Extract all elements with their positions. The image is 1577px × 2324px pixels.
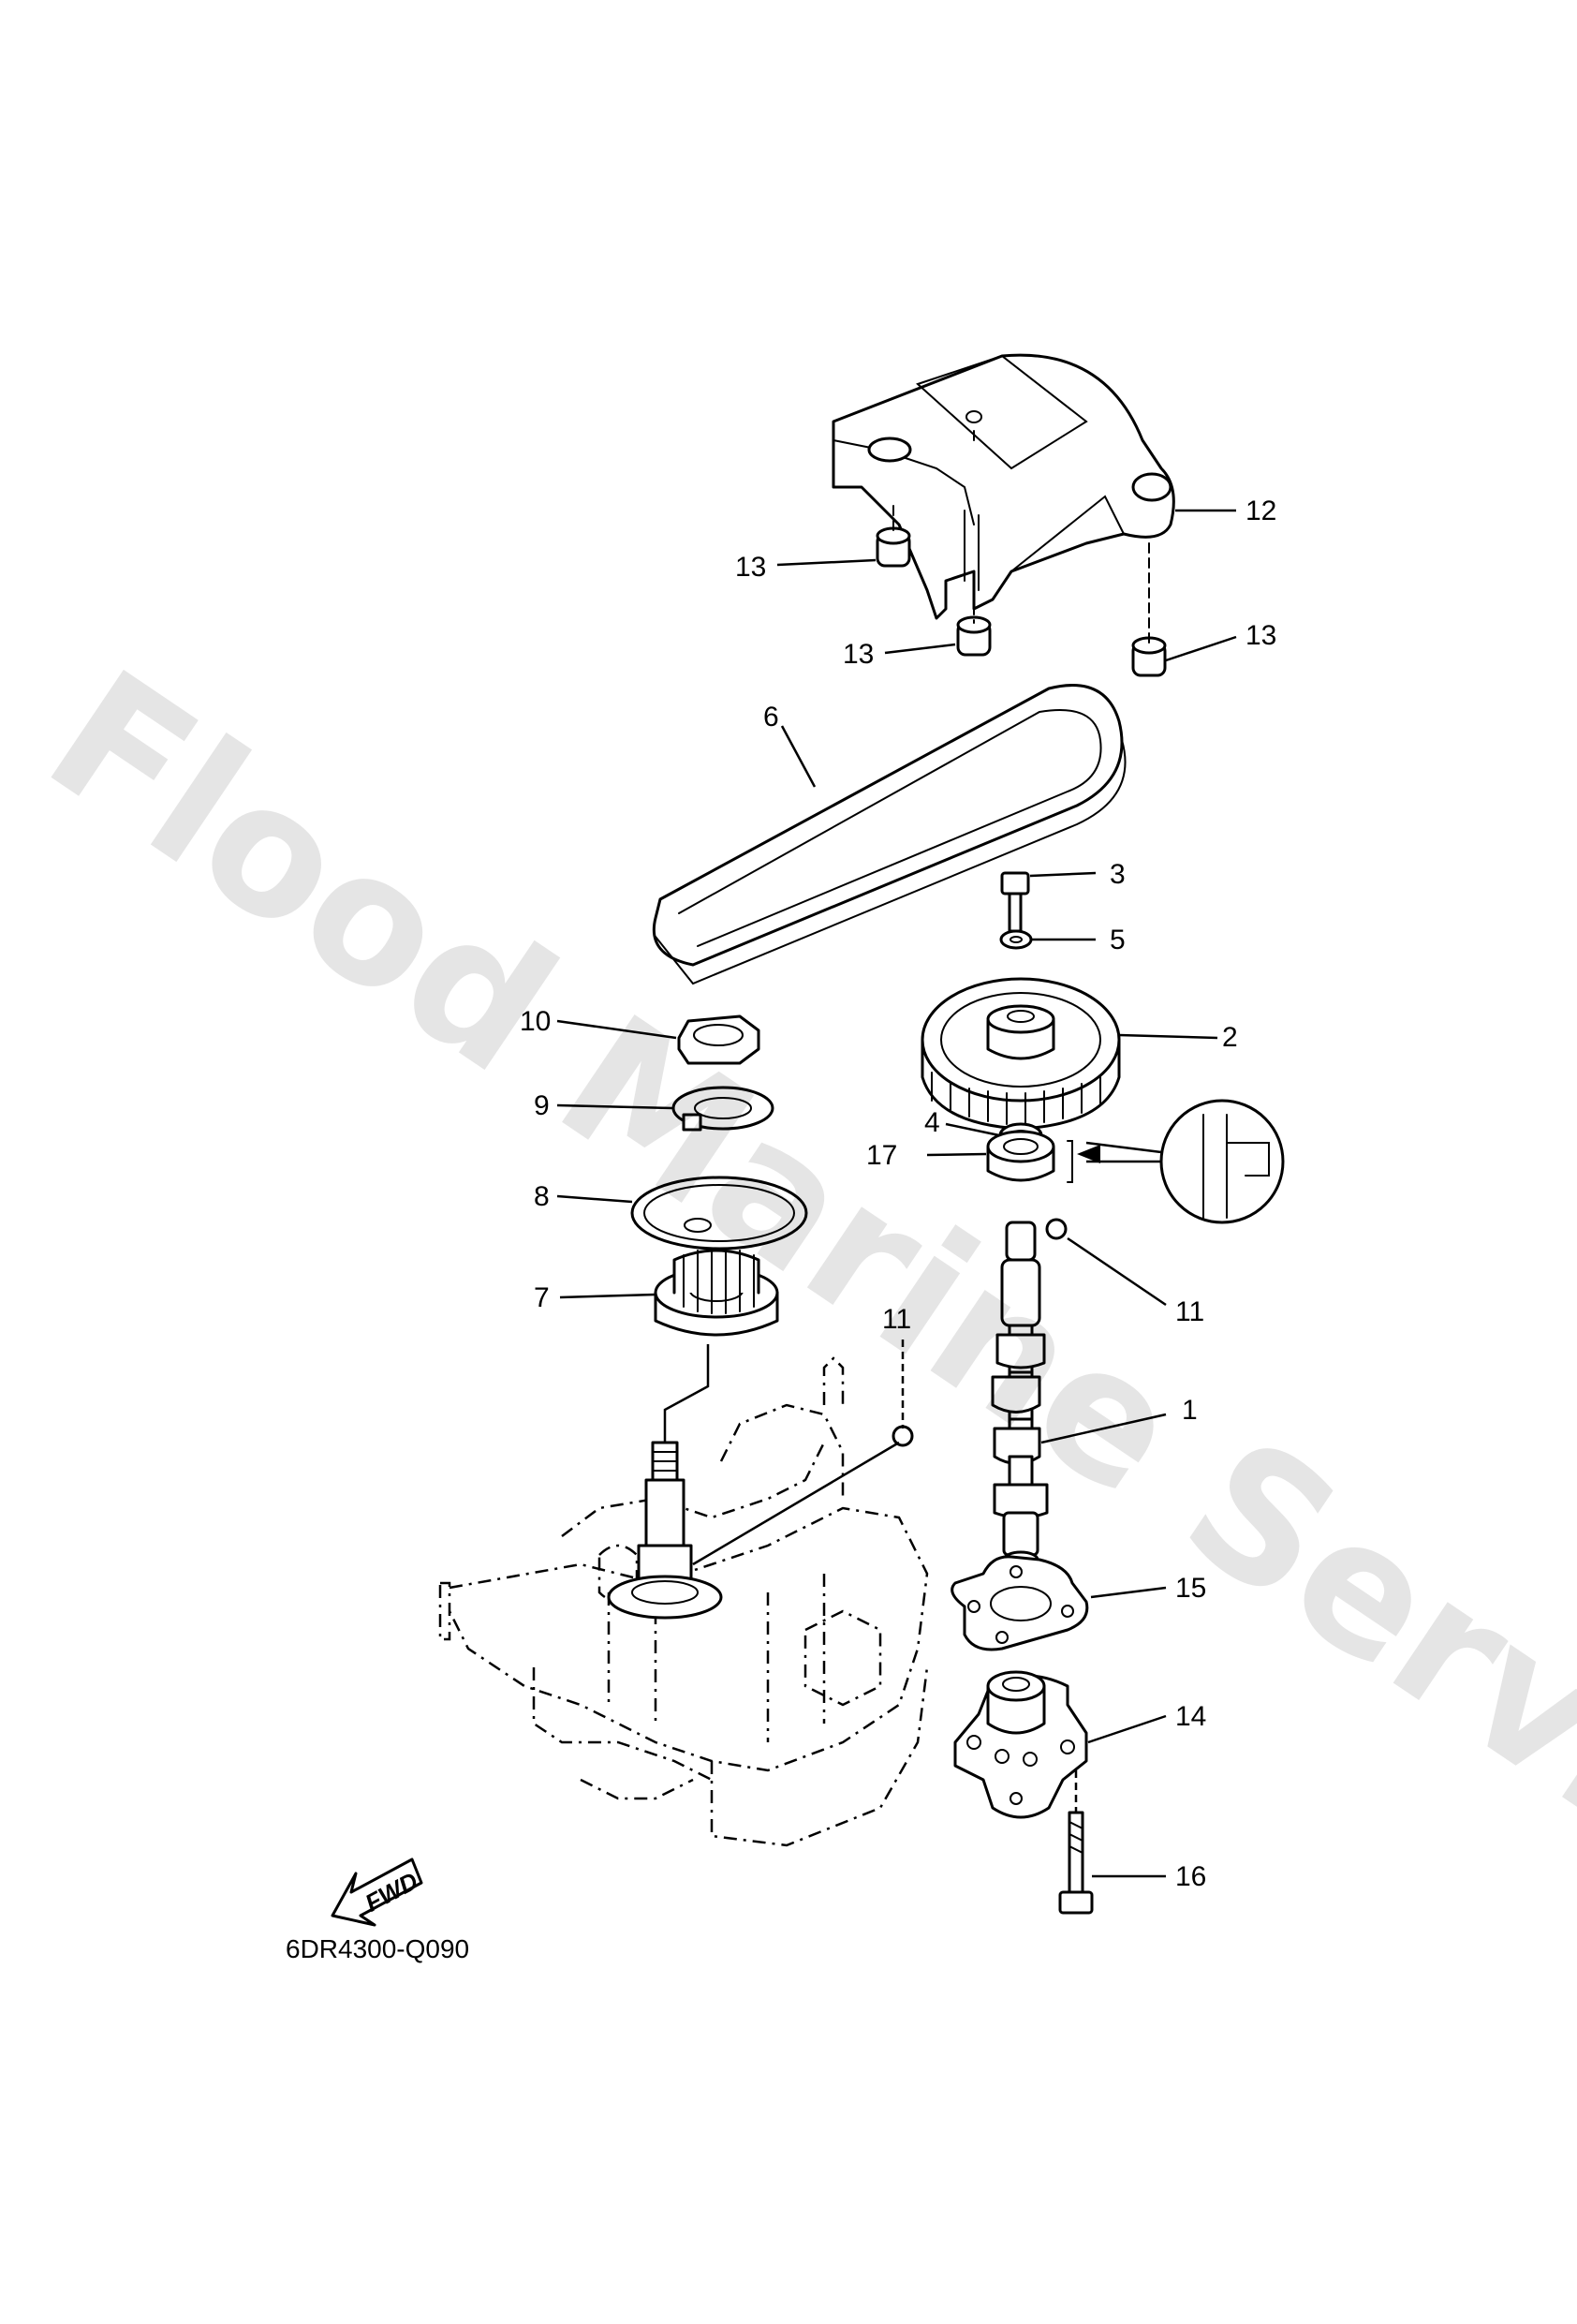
part-11-dowel-pins [892,1218,1068,1447]
part-17-oil-seal [986,1130,1073,1183]
detail-inset [1077,1099,1285,1224]
fwd-direction-arrow: FWD [331,1858,423,1927]
part-6-timing-belt [652,684,1127,985]
part-14-oil-pump [953,1670,1088,1819]
callout-4: 4 [924,1107,940,1138]
callout-15: 15 [1175,1573,1206,1604]
callout-5: 5 [1110,925,1126,955]
part-16-bolt [1058,1770,1094,1915]
callout-16: 16 [1175,1861,1206,1892]
callout-6: 6 [763,702,779,733]
callout-2: 2 [1222,1022,1238,1053]
callout-13c: 13 [1245,620,1276,651]
diagram-code: 6DR4300-Q090 [286,1934,469,1963]
callout-8: 8 [534,1181,550,1212]
callout-17: 17 [866,1140,897,1171]
callout-3: 3 [1110,859,1126,890]
part-8-plate [630,1176,808,1251]
callout-7: 7 [534,1282,550,1313]
callout-13a: 13 [735,552,766,583]
callout-13b: 13 [843,639,874,670]
callout-14: 14 [1175,1701,1206,1732]
callout-1: 1 [1182,1395,1198,1426]
callout-numbers: 12 13 13 13 6 3 5 2 10 9 4 17 8 7 11 11 … [520,496,1276,1892]
callout-11a: 11 [1175,1296,1204,1327]
callout-10: 10 [520,1006,551,1037]
part-3-bolt [1000,871,1030,933]
engine-block-ghost [438,1356,929,1847]
callout-9: 9 [534,1090,550,1121]
part-10-nut [677,1014,760,1065]
callout-11b: 11 [882,1304,911,1335]
part-7-crank-pulley [654,1248,779,1443]
callout-12: 12 [1245,496,1276,526]
part-13-grommets [876,505,1167,677]
part-9-lock-washer [671,1086,774,1132]
part-12-belt-cover [832,353,1175,620]
leader-lines [556,509,1237,1878]
part-15-gasket [951,1555,1089,1651]
part-5-washer [999,929,1033,950]
crankshaft [607,1441,900,1620]
part-2-cam-pulley [921,977,1121,1131]
